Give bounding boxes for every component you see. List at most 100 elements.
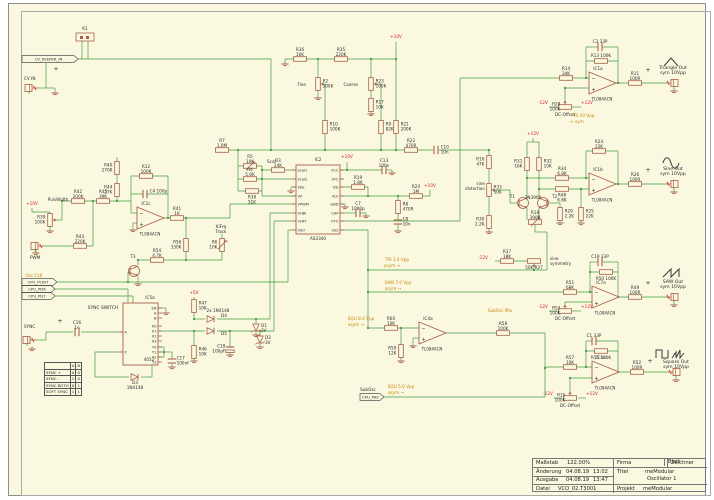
ic-IC2[interactable]: Scal1Scal2VEEVPVPWMVHBIVHFTVSOVCCVFCVSIV… [292, 157, 344, 241]
diode-D4[interactable] [206, 315, 215, 323]
signal-flag-CPU_PCINT[interactable]: CPU_PCINT [21, 278, 58, 286]
resistor-R4[interactable]: R45.6K [243, 167, 257, 182]
audio-jack[interactable] [668, 367, 681, 378]
resistor-R50[interactable]: R50 100K [596, 269, 617, 282]
signal-flag-CPU_PD7[interactable]: CPU_PD7 [21, 292, 56, 300]
transistor-T3[interactable] [128, 265, 140, 277]
audio-jack[interactable] [22, 335, 36, 346]
capacitor-C1[interactable]: C1 33P [587, 333, 602, 346]
diode-D2[interactable] [255, 335, 265, 345]
audio-jack[interactable] [666, 292, 679, 303]
resistor-R27[interactable]: 50K R27 [525, 258, 543, 271]
signal-flag-CPU_PB2[interactable]: CPU_PB2 [359, 393, 385, 401]
resistor-R7[interactable]: R71.0M [215, 138, 229, 153]
capacitor-C19[interactable]: C19 33P [591, 254, 609, 267]
signal-flag-CPU_PD6[interactable]: CPU_PD6 [21, 285, 56, 293]
transistor-T2[interactable] [537, 197, 549, 209]
audio-jack[interactable] [666, 179, 679, 190]
audio-jack[interactable] [24, 84, 38, 94]
resistor-R13[interactable]: R13 100K [591, 53, 612, 64]
audio-jack[interactable] [666, 79, 679, 89]
diode-D3[interactable] [130, 373, 139, 381]
resistor-R55[interactable]: R55 100K [591, 348, 612, 361]
capacitor-C4[interactable]: C4 100p [142, 189, 168, 199]
diode-D1[interactable] [251, 323, 261, 333]
diode-D5[interactable] [206, 327, 215, 335]
signal-flag-CV_KEEPER_IN[interactable]: CV_KEEPER_IN [21, 55, 79, 63]
audio-jack[interactable] [30, 241, 44, 252]
connector-K1[interactable] [75, 32, 95, 42]
transistor-T1[interactable] [517, 197, 529, 209]
capacitor-C3[interactable]: C3 33P [593, 39, 608, 52]
